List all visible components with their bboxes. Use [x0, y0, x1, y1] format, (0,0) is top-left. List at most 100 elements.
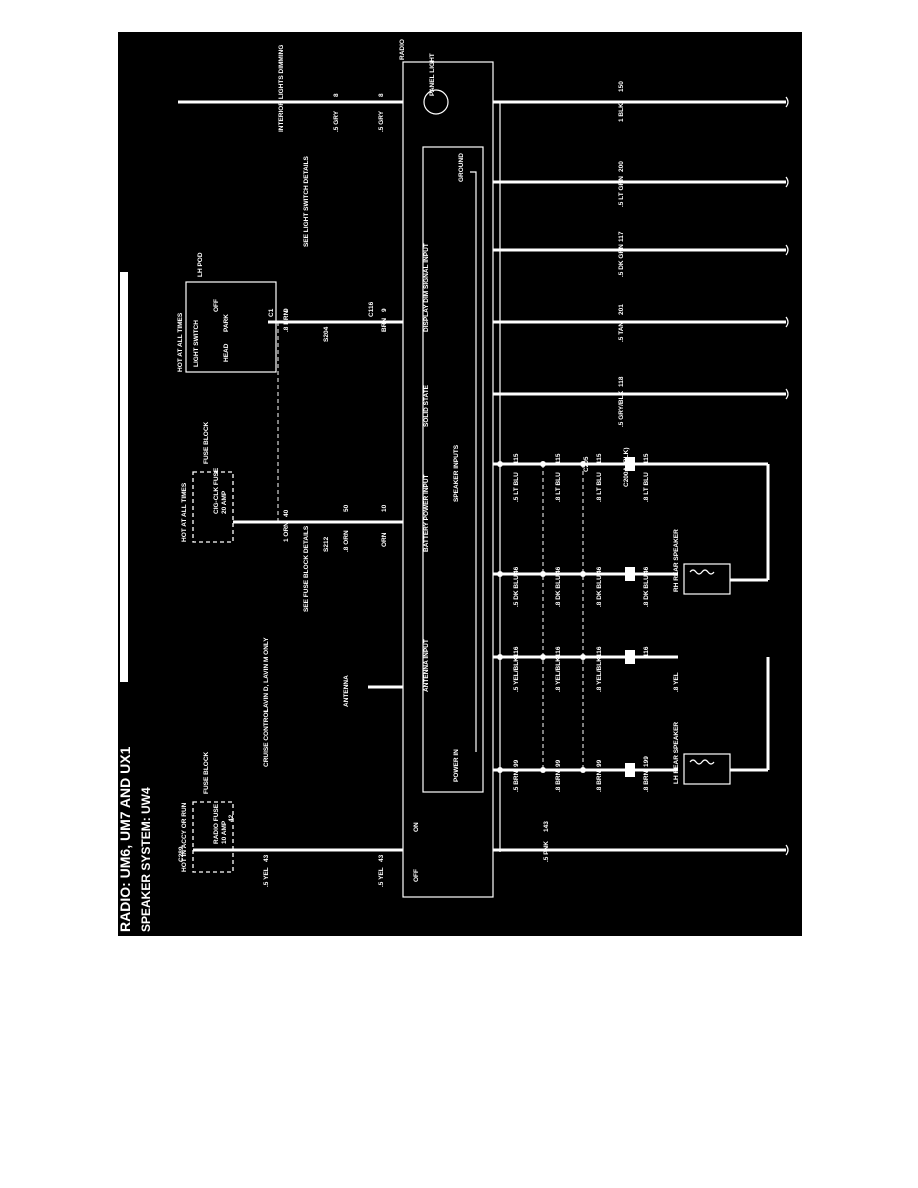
wire-label: 115 [596, 453, 603, 464]
lh-rear-label: LH REAR SPEAKER [673, 722, 680, 784]
wire-label: .5 GRY [378, 110, 385, 132]
radio-fuse-amp: 10 AMP [221, 820, 228, 844]
cruise-label: CRUISE CONTROL [263, 708, 270, 767]
wire-label: .8 DK BLU [555, 575, 562, 607]
title-bar [120, 272, 128, 682]
wire-label: 42 [228, 814, 235, 822]
panel-light [423, 89, 449, 115]
wire-label: 143 [543, 821, 550, 832]
park-label: PARK [223, 314, 230, 332]
wire-label: 201 [618, 304, 625, 315]
wire-label: .5 DK BLU [513, 575, 520, 607]
wire-label: 46 [513, 566, 520, 574]
wire-label: 1 ORN [283, 522, 290, 542]
wire-label: .8 YEL [673, 672, 680, 692]
wire-label: 46 [643, 566, 650, 574]
c289-label: C289 [178, 846, 185, 862]
wire-label: 1 BLK [618, 103, 625, 122]
wire-label: 43 [378, 854, 385, 862]
wire-label: 200 [618, 161, 625, 172]
interior-label: INTERIOR LIGHTS DIMMING [278, 45, 285, 132]
see-fuse-label: SEE FUSE BLOCK DETAILS [303, 525, 310, 612]
antenna-input-label: ANTENNA INPUT [423, 639, 430, 692]
wire-label: .8 LT BLU [643, 472, 650, 502]
wire-label: .8 ORN [343, 530, 350, 552]
wire-label: .5 LT GRN [618, 176, 625, 207]
wiring-diagram: RADIO: UM6, UM7 AND UX1 SPEAKER SYSTEM: … [118, 39, 789, 932]
wire-label: 8 [378, 93, 385, 97]
wire-label: .5 GRY/BLK [618, 390, 625, 427]
page-title: RADIO: UM6, UM7 AND UX1 [118, 746, 133, 932]
cig-fuse-label: CIG-CLK FUSE [213, 467, 220, 514]
wire-label: 99 [596, 759, 603, 767]
cig-fuse-block [192, 471, 234, 543]
solid-state-label: SOLID STATE [423, 384, 430, 427]
ground-label: GROUND [458, 153, 465, 182]
power-in-label: POWER IN [453, 749, 460, 782]
radio-fuse-label: RADIO FUSE [213, 803, 220, 844]
c116-label: C116 [368, 301, 375, 317]
splice-dashes [542, 464, 584, 770]
diagram-panel: RADIO: UM6, UM7 AND UX1 SPEAKER SYSTEM: … [118, 32, 802, 936]
wire-label: .5 YEL [378, 867, 385, 887]
wire-label: 99 [555, 759, 562, 767]
wire-label: .5 TAN [618, 322, 625, 342]
wire-label: .8 YEL/BLK [555, 657, 562, 692]
see-light-label: SEE LIGHT SWITCH DETAILS [303, 155, 310, 247]
wire-label: .5 YEL [263, 867, 270, 887]
c200a-label: C200A (BLK) [623, 448, 630, 488]
wire-label: 115 [555, 453, 562, 464]
s212-label: S212 [323, 536, 330, 552]
fuse-block-label-2: FUSE BLOCK [203, 421, 210, 464]
panel-light-label: PANEL LIGHT [429, 53, 436, 96]
title-block: RADIO: UM6, UM7 AND UX1 SPEAKER SYSTEM: … [118, 272, 153, 932]
output-wires [493, 100, 786, 852]
wire-label: .5 BRN [513, 770, 520, 792]
wire-label: .8 BRN [596, 770, 603, 792]
wire-label: BRN [381, 318, 388, 332]
wire-label: 10 [381, 504, 388, 512]
off-label: OFF [413, 869, 420, 882]
light-switch-box [185, 281, 277, 373]
page-subtitle: SPEAKER SYSTEM: UW4 [139, 787, 153, 932]
wire-label: 9 [283, 308, 290, 312]
display-label: DISPLAY DIM SIGNAL INPUT [423, 243, 430, 332]
wire-label: 117 [618, 231, 625, 242]
wire-label: 50 [343, 504, 350, 512]
lh-rear-speaker: LH REAR SPEAKER [673, 722, 731, 785]
wire-label: .5 YEL/BLK [513, 657, 520, 692]
head-label: HEAD [223, 343, 230, 362]
wire-label: .5 PNK [543, 841, 550, 862]
wire-label: .8 LT BLU [596, 472, 603, 502]
hot-all-label-2: HOT AT ALL TIMES [177, 312, 184, 372]
rh-rear-label: RH REAR SPEAKER [673, 529, 680, 592]
wire-label: 46 [596, 566, 603, 574]
wire-label: .8 YEL/BLK [596, 657, 603, 692]
speaker-inputs-label: SPEAKER INPUTS [453, 444, 460, 502]
cig-fuse-amp: 20 AMP [221, 490, 228, 514]
wire-label: 150 [618, 81, 625, 92]
wire-label: 115 [643, 453, 650, 464]
wire-label: 99 [513, 759, 520, 767]
radio-inner-box [422, 146, 484, 793]
wire-label: 116 [596, 646, 603, 657]
lavin-label: LAVIN D, LAVIN M ONLY [263, 637, 270, 712]
light-switch-label: LIGHT SWITCH [193, 320, 200, 367]
wire-label: .8 DK BLU [596, 575, 603, 607]
wire-label: 115 [513, 453, 520, 464]
on-label: ON [413, 822, 420, 832]
radio-label: RADIO [399, 39, 406, 60]
labels: HOT IN ACCY OR RUN HOT AT ALL TIMES HOT … [177, 45, 680, 887]
wire-label: 43 [263, 854, 270, 862]
wire-label: 118 [618, 376, 625, 387]
wire-label: .8 BRN [283, 310, 290, 332]
hot-accy-label: HOT IN ACCY OR RUN [181, 802, 188, 872]
radio-outer-box [402, 61, 494, 898]
upper-wiring [178, 100, 403, 852]
wire-label: 8 [333, 93, 340, 97]
wire-label: 40 [283, 509, 290, 517]
wire-label: 116 [513, 646, 520, 657]
break-marks [785, 96, 789, 856]
wire-label: ORN [381, 532, 388, 547]
wire-label: .8 DK BLU [643, 575, 650, 607]
